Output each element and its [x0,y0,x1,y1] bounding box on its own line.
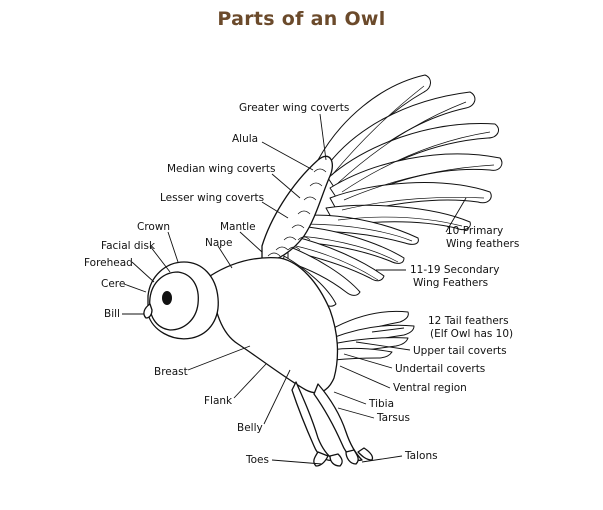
owl-illustration [143,74,503,467]
covert-scales [267,168,327,257]
label-forehead: Forehead [84,257,133,269]
label-belly: Belly [237,422,263,434]
label-mantle: Mantle [220,221,256,233]
part-labels: Greater wing coverts Alula Median wing c… [84,102,519,466]
wing-coverts [261,155,333,263]
owl-body [209,256,339,394]
label-undertail-coverts: Undertail coverts [395,363,485,375]
label-alula: Alula [232,133,258,145]
label-flank: Flank [204,395,233,407]
label-tail-line1: 12 Tail feathers [428,315,509,327]
label-tibia: Tibia [368,398,394,410]
label-median-wing-coverts: Median wing coverts [167,163,275,175]
label-nape: Nape [205,237,232,249]
label-tail-line2: (Elf Owl has 10) [430,328,513,340]
label-talons: Talons [404,450,438,462]
label-upper-tail-coverts: Upper tail coverts [413,345,507,357]
label-primary-line2: Wing feathers [446,238,519,250]
owl-leg-left [291,381,335,462]
label-bill: Bill [104,308,120,320]
label-tarsus: Tarsus [376,412,410,424]
owl-eye [162,291,172,305]
label-cere: Cere [101,278,125,290]
label-crown: Crown [137,221,170,233]
feather-shafts [295,85,495,281]
owl-facial-disk [149,271,199,331]
label-facial-disk: Facial disk [101,240,156,252]
primary-wing-feathers [317,74,503,231]
page-title: Parts of an Owl [217,8,386,30]
label-breast: Breast [154,366,188,378]
label-primary-line1: 10 Primary [446,225,503,237]
tail-feathers [329,310,415,361]
owl-leg-right [313,383,363,461]
label-greater-wing-coverts: Greater wing coverts [239,102,349,114]
owl-toes [313,447,374,467]
label-lesser-wing-coverts: Lesser wing coverts [160,192,264,204]
label-secondary-line2: Wing Feathers [413,277,488,289]
label-toes: Toes [245,454,269,466]
leader-lines [122,113,467,465]
label-ventral-region: Ventral region [393,382,467,394]
owl-bill [143,303,153,319]
label-secondary-line1: 11-19 Secondary [410,264,499,276]
